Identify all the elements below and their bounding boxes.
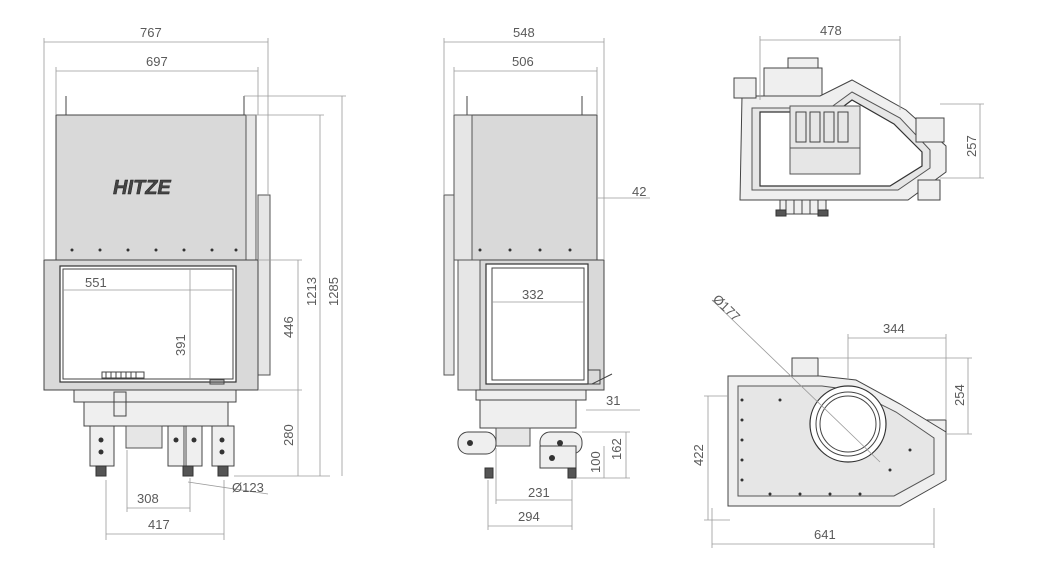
dim-flue-diameter: Ø123 <box>232 480 264 495</box>
dim-offset: 42 <box>632 184 646 199</box>
front-glass <box>59 265 237 383</box>
dim-door-height: 446 <box>281 316 296 338</box>
dim-base-height: 280 <box>281 424 296 446</box>
side-view: 548 506 42 332 31 162 100 294 231 <box>443 25 650 530</box>
dim-foot-low: 100 <box>588 451 603 473</box>
top-view: 478 257 <box>733 23 984 217</box>
dim-bottom-offset-y: 254 <box>952 384 967 406</box>
side-glass <box>485 263 589 385</box>
dim-glass-width: 551 <box>85 275 107 290</box>
dim-top-width: 478 <box>820 23 842 38</box>
logo-text: HITZE <box>113 177 171 199</box>
dim-overall-height: 1285 <box>326 277 341 306</box>
dim-side-glass-width: 332 <box>522 287 544 302</box>
dim-foot-height: 162 <box>609 438 624 460</box>
dim-bottom-flue-diameter: Ø177 <box>710 291 743 324</box>
dim-body-width: 697 <box>146 54 168 69</box>
dim-body-depth: 506 <box>512 54 534 69</box>
dim-bottom-width: 641 <box>814 527 836 542</box>
dim-bottom-depth: 422 <box>691 444 706 466</box>
dim-leg-spacing: 308 <box>137 491 159 506</box>
dim-glass-height: 391 <box>173 334 188 356</box>
dim-height-mid: 1213 <box>304 277 319 306</box>
dim-base-depth: 294 <box>518 509 540 524</box>
front-view: HITZE <box>43 25 346 540</box>
dim-base-width: 417 <box>148 517 170 532</box>
dim-bottom-offset-x: 344 <box>883 321 905 336</box>
dim-top-depth: 257 <box>964 135 979 157</box>
dim-overall-depth: 548 <box>513 25 535 40</box>
dim-step: 31 <box>606 393 620 408</box>
dim-foot-depth: 231 <box>528 485 550 500</box>
bottom-view: Ø177 344 254 422 641 <box>691 291 972 548</box>
dim-overall-width: 767 <box>140 25 162 40</box>
